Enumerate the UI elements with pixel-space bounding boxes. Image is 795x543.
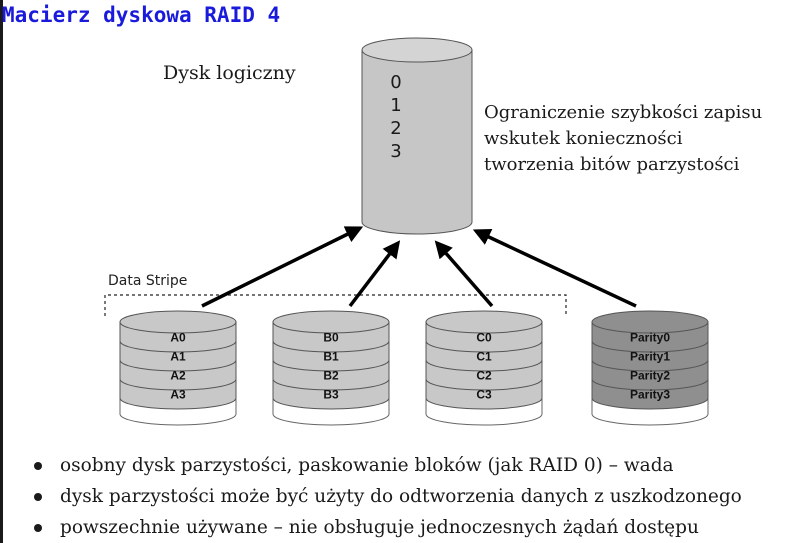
- physical-disks: A0A1A2A3B0B1B2B3C0C1C2C3Parity0Parity1Pa…: [119, 310, 709, 426]
- block-label: B1: [323, 350, 339, 364]
- bullet-item: powszechnie używane – nie obsługuje jedn…: [32, 512, 742, 543]
- raid4-diagram: A0A1A2A3B0B1B2B3C0C1C2C3Parity0Parity1Pa…: [104, 37, 709, 426]
- logical-disk-items: 0 1 2 3: [383, 71, 409, 163]
- arrow-disk-b: [348, 240, 401, 308]
- block-label: C2: [476, 369, 492, 383]
- arrow-disk-parity: [472, 229, 637, 308]
- block-label: A0: [170, 331, 186, 345]
- block-label: Parity2: [630, 369, 670, 383]
- bullet-text: osobny dysk parzystości, paskowanie blok…: [60, 455, 674, 476]
- data-stripe-bracket: [104, 294, 567, 316]
- bullet-item: osobny dysk parzystości, paskowanie blok…: [32, 450, 742, 481]
- logical-item: 2: [390, 118, 402, 139]
- disk-top: [272, 310, 390, 334]
- logical-item: 3: [390, 141, 402, 162]
- block-label: A1: [170, 350, 186, 364]
- arrows: [201, 226, 637, 308]
- block-label: A3: [170, 388, 186, 402]
- note-line: tworzenia bitów parzystości: [484, 154, 740, 175]
- note-line: wskutek konieczności: [484, 128, 683, 149]
- bullet-dot-icon: [34, 524, 42, 532]
- arrow-disk-a: [201, 226, 364, 308]
- logical-item: 1: [390, 95, 402, 116]
- disk-top: [591, 310, 709, 334]
- bullet-dot-icon: [34, 493, 42, 501]
- bullet-dot-icon: [34, 462, 42, 470]
- block-label: Parity0: [630, 331, 670, 345]
- slide-title: Macierz dyskowa RAID 4: [2, 3, 281, 27]
- logical-disk: [361, 37, 473, 235]
- bullet-text: powszechnie używane – nie obsługuje jedn…: [60, 517, 699, 538]
- note-line: Ograniczenie szybkości zapisu: [484, 102, 763, 123]
- block-label: C0: [476, 331, 492, 345]
- block-label: B2: [323, 369, 339, 383]
- logical-item: 0: [390, 72, 402, 93]
- disk-top: [119, 310, 237, 334]
- block-label: C3: [476, 388, 492, 402]
- write-speed-note: Ograniczenie szybkości zapisu wskutek ko…: [484, 100, 784, 178]
- logical-disk-label: Dysk logiczny: [163, 62, 296, 84]
- block-label: Parity1: [630, 350, 670, 364]
- disk-top: [425, 310, 543, 334]
- block-label: B0: [323, 331, 339, 345]
- bullet-item: dysk parzystości może być użyty do odtwo…: [32, 481, 742, 512]
- bullet-list: osobny dysk parzystości, paskowanie blok…: [32, 450, 742, 543]
- block-label: A2: [170, 369, 186, 383]
- data-stripe-label: Data Stripe: [108, 273, 188, 289]
- block-label: B3: [323, 388, 339, 402]
- block-label: Parity3: [630, 388, 670, 402]
- arrow-disk-c: [434, 240, 494, 308]
- bullet-text: dysk parzystości może być użyty do odtwo…: [60, 486, 742, 507]
- left-border-rule: [0, 0, 3, 543]
- block-label: C1: [476, 350, 492, 364]
